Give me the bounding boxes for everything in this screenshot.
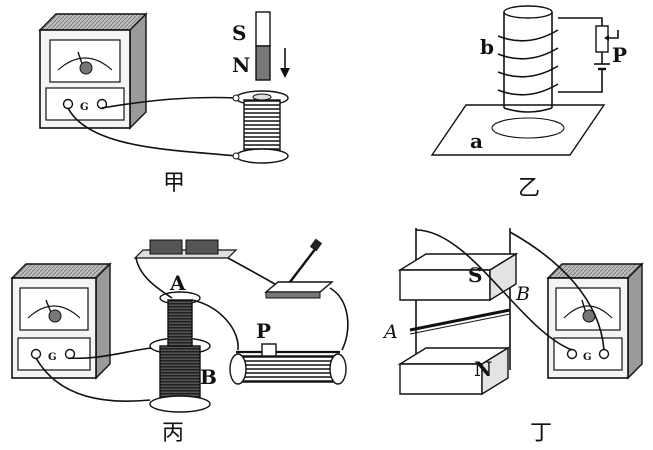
bar-magnet-jia: S N [232,11,290,81]
plane-a [430,104,606,156]
label-p-yi: P [612,43,627,67]
coil-b [149,337,211,413]
meter-g-label: G [80,102,89,113]
cylinder-b: b [480,5,559,113]
magnet-s-block: S [397,252,519,302]
rod-b-label: B [515,283,530,305]
caption-jia: 甲 [163,171,185,196]
magnet-n-label: N [474,357,492,381]
meter-g-label: G [583,352,592,363]
magnet-n-label: N [232,53,250,77]
galvanometer-ding: G [546,262,644,380]
label-p-bing: P [256,319,271,343]
magnet-n-block: N [397,346,511,396]
caption-yi: 乙 [518,176,540,201]
meter-g-label: G [48,352,57,363]
galvanometer-bing: G [10,262,112,380]
panel-ding: S A B N G 丁 [382,228,644,446]
rheostat-bing: P [229,319,347,385]
galvanometer-jia: G [38,12,148,130]
caption-ding: 丁 [530,421,552,446]
coil-jia [232,90,289,164]
terminal-left-icon [62,98,74,110]
magnet-s-label: S [468,263,482,287]
panel-bing: G A B [10,238,349,446]
coil-a [159,291,201,347]
battery-bing [133,239,238,259]
label-b-yi: b [480,35,494,59]
panel-yi: a b P 乙 [430,5,627,201]
label-a-bing: A [169,271,186,295]
magnet-s-label: S [232,21,246,45]
terminal-right-icon [96,98,108,110]
slider-arrow-icon [604,35,609,41]
rod-a-label: A [382,321,398,343]
switch-bing [264,238,334,299]
panel-jia: G S N 甲 [38,11,290,196]
label-a-yi: a [470,129,483,153]
label-b-bing: B [200,365,217,389]
down-arrow-icon [280,68,290,78]
caption-bing: 丙 [162,421,184,446]
